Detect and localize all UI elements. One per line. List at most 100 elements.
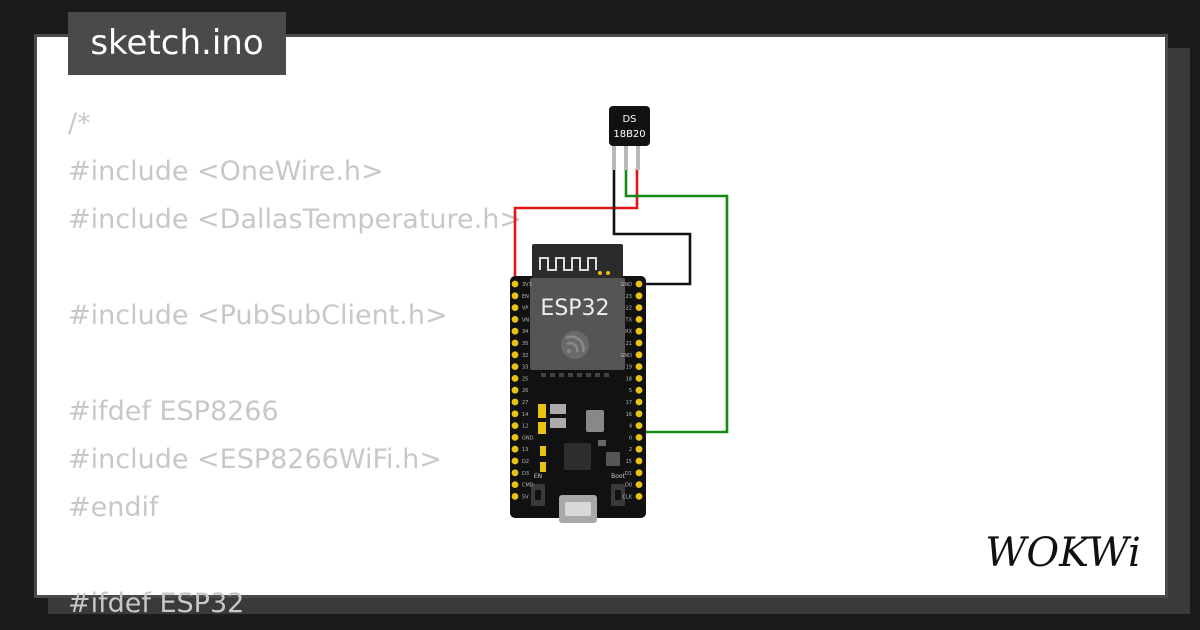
pin-label: 18	[626, 376, 632, 382]
boot-button[interactable]	[611, 484, 625, 506]
pin-label: 5	[629, 388, 632, 394]
code-line: #ifdef ESP32	[68, 588, 245, 619]
antenna-trace	[539, 257, 597, 271]
module-pads	[541, 373, 609, 377]
pin-label: 33	[522, 365, 528, 371]
pin[interactable]	[511, 339, 519, 347]
pin[interactable]	[635, 363, 643, 370]
code-line: #endif	[68, 492, 159, 523]
pin[interactable]	[511, 445, 519, 453]
pin[interactable]	[635, 434, 643, 441]
module-shield	[530, 278, 625, 370]
left-pin-header: 3V3ENVPVN343532332526271412GND13D2D3CMD5…	[511, 280, 534, 500]
pin-label: 14	[522, 412, 528, 418]
pin-label: GND	[621, 353, 633, 359]
ds18b20-sensor[interactable]: DS 18B20	[609, 106, 650, 170]
pin-label: 35	[522, 341, 528, 347]
pin[interactable]	[511, 386, 519, 394]
pin[interactable]	[511, 304, 519, 311]
pin-label: 12	[522, 424, 528, 430]
pin-label: 21	[626, 341, 632, 347]
file-name-tab: sketch.ino	[68, 12, 286, 75]
esp32-board[interactable]: ESP32 EN Boot	[510, 244, 646, 523]
pin[interactable]	[635, 339, 643, 347]
pin[interactable]	[635, 304, 643, 311]
pin-label: 19	[626, 365, 632, 371]
pin[interactable]	[511, 493, 519, 500]
pin[interactable]	[635, 316, 643, 323]
pin-label: 15	[626, 459, 632, 465]
pin-label: VP	[522, 306, 528, 312]
pin[interactable]	[635, 445, 643, 453]
espressif-logo-icon	[561, 331, 589, 359]
wire-vcc	[513, 168, 639, 283]
code-line: #include <ESP8266WiFi.h>	[68, 444, 442, 475]
code-line: #ifdef ESP8266	[68, 396, 279, 427]
sensor-body	[609, 106, 650, 146]
pin-label: CMD	[522, 483, 534, 489]
pin-label: GND	[621, 282, 633, 288]
pin[interactable]	[511, 481, 519, 488]
usb-port[interactable]	[559, 495, 597, 523]
pin-label: 25	[522, 376, 528, 382]
pin-label: 4	[629, 424, 632, 430]
pin[interactable]	[511, 434, 519, 441]
pin-label: 26	[522, 388, 528, 394]
pin[interactable]	[511, 457, 519, 465]
pin[interactable]	[635, 422, 643, 429]
sensor-label-line1: DS	[622, 114, 636, 125]
pin-label: 3V3	[522, 282, 532, 288]
pin[interactable]	[635, 292, 643, 300]
pin-label: 16	[626, 412, 632, 418]
pin-label: 34	[522, 329, 528, 335]
usb-chip	[564, 443, 591, 470]
pin-label: 23	[626, 294, 632, 300]
pin[interactable]	[511, 292, 519, 300]
wokwi-logo: WOKWi	[985, 530, 1141, 576]
pin-label: D2	[522, 459, 529, 465]
pin[interactable]	[635, 351, 643, 359]
code-line: #include <PubSubClient.h>	[68, 300, 448, 331]
code-line: #include <DallasTemperature.h>	[68, 204, 522, 235]
pin[interactable]	[511, 410, 519, 418]
pin-label: D0	[625, 483, 632, 489]
pin[interactable]	[635, 386, 643, 394]
pin-label: 0	[629, 435, 632, 441]
pin[interactable]	[511, 351, 519, 359]
pin[interactable]	[635, 327, 643, 335]
pin[interactable]	[635, 410, 643, 418]
code-line: /*	[68, 108, 91, 139]
en-button[interactable]	[531, 484, 545, 506]
pin[interactable]	[511, 327, 519, 335]
pin[interactable]	[511, 316, 519, 323]
code-preview: /*#include <OneWire.h>#include <DallasTe…	[68, 100, 968, 619]
pin[interactable]	[511, 375, 519, 382]
pin-label: D3	[522, 471, 529, 477]
pin-label: GND	[522, 435, 534, 441]
en-label: EN	[534, 473, 542, 480]
pin[interactable]	[635, 457, 643, 465]
pin[interactable]	[635, 375, 643, 382]
pin-label: 22	[626, 306, 632, 312]
pin[interactable]	[635, 280, 643, 288]
pin[interactable]	[635, 469, 643, 477]
pin[interactable]	[511, 280, 519, 288]
boot-label: Boot	[611, 473, 625, 480]
pin-label: D1	[625, 471, 632, 477]
pin[interactable]	[635, 398, 643, 406]
pin-label: VN	[522, 317, 529, 323]
pin[interactable]	[635, 493, 643, 500]
pin-label: TX	[625, 317, 633, 323]
pin-label: RX	[625, 329, 632, 335]
wokwi-logo-text: WOKWi	[985, 530, 1141, 576]
pin[interactable]	[511, 422, 519, 429]
pin[interactable]	[511, 363, 519, 370]
pin[interactable]	[635, 481, 643, 488]
pin-label: 13	[522, 447, 528, 453]
pin[interactable]	[511, 398, 519, 406]
pin-label: 27	[522, 400, 528, 406]
pin-label: EN	[522, 294, 529, 300]
pin[interactable]	[511, 469, 519, 477]
